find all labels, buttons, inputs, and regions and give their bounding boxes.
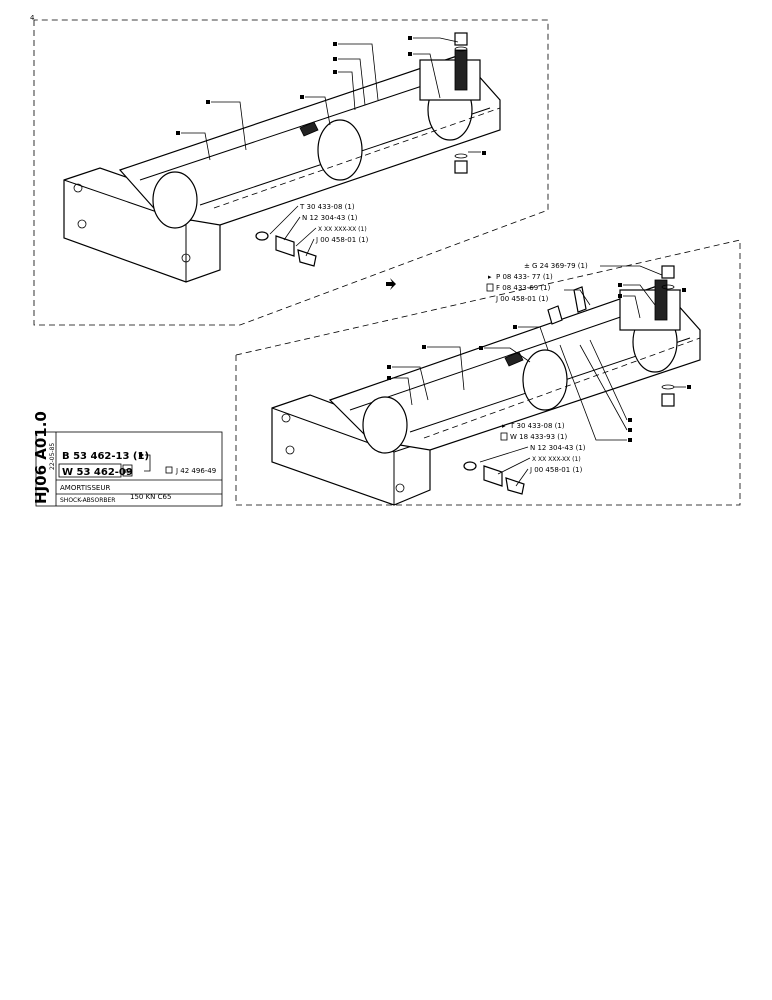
- drawing-date: 22-05-85: [49, 443, 56, 470]
- ref-main-box: [58, 463, 122, 478]
- ref-top: B 53 462-13 (1): [62, 451, 149, 462]
- lower-grease-nipple: [463, 461, 525, 495]
- ref-alt-box-icon: [165, 466, 173, 474]
- lower-screw-top: [661, 265, 675, 290]
- f08-box-icon: [486, 283, 494, 292]
- name-en: SHOCK-ABSORBER: [60, 497, 115, 504]
- t30-prefix-icon: ▸: [502, 422, 506, 430]
- lower-cylinder: [328, 279, 701, 454]
- upper-screw-side: [454, 153, 468, 174]
- lower-label-j00: J 00 458-01 (1): [529, 466, 583, 474]
- g24-prefix-icon: ±: [524, 262, 530, 270]
- title-block: HJ06 A01.0 22-05-85 B 53 462-13 (1) W 53…: [32, 411, 223, 507]
- upper-label-n12: N 12 304-43 (1): [302, 214, 358, 222]
- upper-label-t30: T 30 433-08 (1): [299, 203, 355, 211]
- p08-prefix-icon: ▸: [488, 273, 492, 281]
- lower-valve-top: [547, 286, 587, 325]
- lower-view: G 24 369-79 (1) P 08 433- 77 (1) F 08 43…: [235, 239, 741, 506]
- upper-label-j00: J 00 458-01 (1): [315, 236, 369, 244]
- lower-label-t30: T 30 433-08 (1): [509, 422, 565, 430]
- page-marker: 4: [30, 14, 35, 22]
- ref-alt: J 42 496-49: [175, 467, 216, 475]
- upper-view: T 30 433-08 (1) N 12 304-43 (1) X XX XXX…: [33, 19, 549, 326]
- ref-main-tag-icon: [122, 464, 133, 477]
- lower-label-f08: F 08 433-69 (1): [496, 284, 551, 292]
- lower-label-j00-top: J 00 458-01 (1): [495, 295, 549, 303]
- w18-box-icon: [500, 432, 508, 441]
- lower-label-n12: N 12 304-43 (1): [530, 444, 586, 452]
- upper-callout-markers: [176, 36, 486, 155]
- upper-grease-nipple: [255, 231, 317, 267]
- lower-label-w18: W 18 433-93 (1): [510, 433, 567, 441]
- lower-label-p08: P 08 433- 77 (1): [496, 273, 553, 281]
- ref-arrow-icon: [139, 452, 144, 458]
- ref-main: W 53 462-09: [62, 467, 133, 478]
- ref-main-tag-glyph: ⊞: [125, 468, 130, 475]
- lower-screw-side: [661, 384, 675, 407]
- drawing-code: HJ06 A01.0: [32, 411, 50, 504]
- lower-label-g24: G 24 369-79 (1): [532, 262, 588, 270]
- arrow-icon: [386, 278, 396, 290]
- spec: 150 KN C65: [130, 493, 171, 501]
- name-fr: AMORTISSEUR: [60, 484, 110, 492]
- lower-label-xxx: X XX XXX-XX (1): [532, 456, 581, 463]
- upper-label-xxx: X XX XXX-XX (1): [318, 226, 367, 233]
- lower-callout-markers: [387, 283, 691, 442]
- upper-cylinder: [118, 49, 501, 229]
